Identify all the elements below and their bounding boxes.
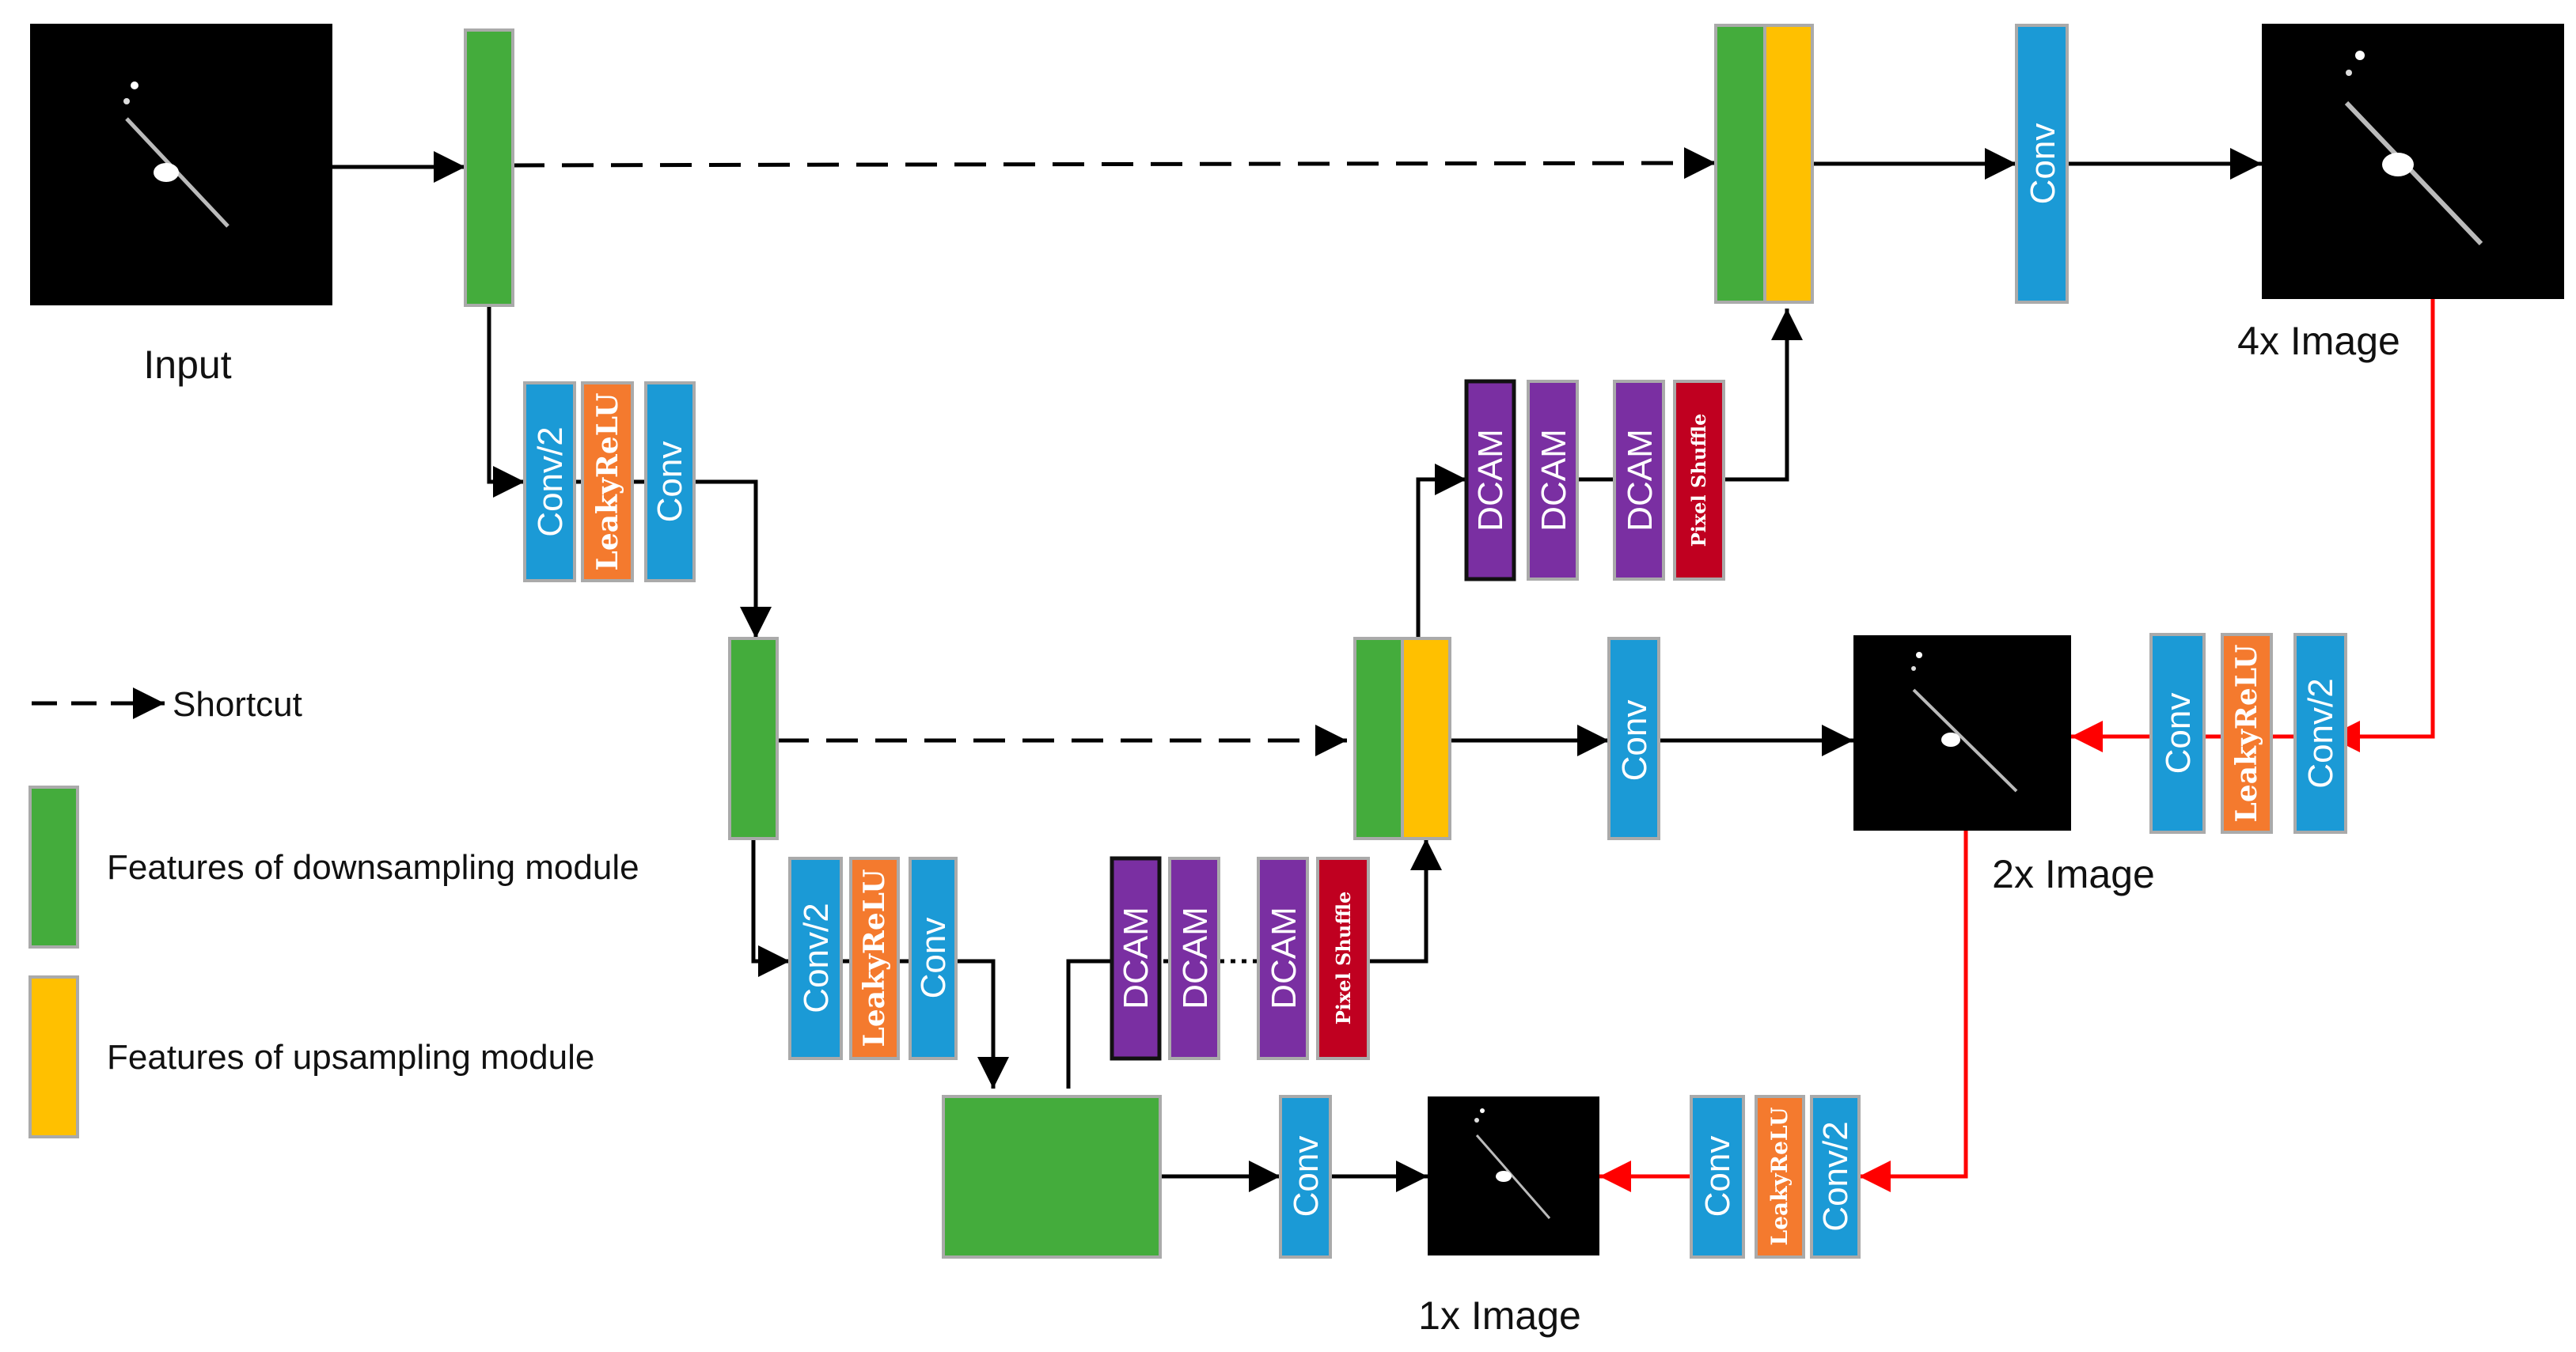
concat-up-level1 (1763, 24, 1814, 304)
connectors (32, 147, 2435, 1192)
svg-text:DCAM: DCAM (1117, 907, 1155, 1009)
svg-text:Conv/2: Conv/2 (2301, 678, 2340, 788)
down-feature-level2 (728, 637, 779, 840)
red-arrow-2x-to-downscale (1859, 831, 1968, 1192)
downscale-stack-4x-to-2x: Conv LeakyReLU Conv/2 (2149, 633, 2347, 834)
arrow-feat3-to-dcam-stack2 (1066, 959, 1112, 1089)
concat-up-level2 (1401, 637, 1451, 840)
input-image (30, 24, 332, 305)
conv-block-4x: Conv (2015, 24, 2069, 304)
legend-up-label: Features of upsampling module (107, 1038, 594, 1077)
svg-text:LeakyReLU: LeakyReLU (858, 869, 891, 1047)
legend-down-swatch (28, 786, 79, 949)
arrow-stack2-to-feat3 (956, 959, 1009, 1089)
svg-text:Conv: Conv (1615, 700, 1654, 782)
label-2x-image: 2x Image (1992, 852, 2155, 896)
concat-down-level2 (1353, 637, 1404, 840)
svg-text:Conv: Conv (914, 918, 953, 999)
down-feature-level3 (942, 1095, 1162, 1259)
svg-text:Conv: Conv (2159, 693, 2198, 774)
red-arrow-4x-to-downscale (2328, 299, 2435, 752)
arrow-feat1-to-stack1 (487, 305, 525, 498)
svg-text:Conv: Conv (1287, 1136, 1326, 1218)
arrow-feat2-to-stack2 (751, 839, 790, 977)
legend-down-label: Features of downsampling module (107, 848, 639, 887)
conv-block-1x: Conv (1279, 1095, 1332, 1259)
label-4x-image: 4x Image (2237, 319, 2400, 363)
svg-text:Conv/2: Conv/2 (1816, 1121, 1855, 1231)
down-feature-level1 (464, 28, 514, 307)
label-input: Input (143, 343, 231, 387)
svg-text:DCAM: DCAM (1471, 429, 1510, 532)
label-1x-image: 1x Image (1418, 1293, 1581, 1338)
svg-text:Conv: Conv (651, 441, 689, 523)
svg-text:DCAM: DCAM (1265, 907, 1303, 1009)
legend: Shortcut Features of downsampling module… (28, 685, 639, 1138)
legend-shortcut-label: Shortcut (173, 685, 302, 724)
upsample-stack-upper: DCAM DCAM DCAM Pixel Shuffle (1464, 379, 1725, 581)
svg-text:Pixel Shuffle: Pixel Shuffle (1332, 892, 1355, 1025)
arrow-dcam-stack2-to-concat2 (1368, 839, 1442, 964)
concat-down-level1 (1714, 24, 1766, 304)
svg-text:Conv/2: Conv/2 (797, 903, 836, 1013)
svg-text:Conv/2: Conv/2 (531, 426, 570, 536)
legend-up-swatch (28, 975, 79, 1138)
upsample-stack-lower: DCAM DCAM DCAM Pixel Shuffle (1110, 856, 1370, 1061)
svg-text:Conv: Conv (1698, 1136, 1737, 1218)
arrow-stack1-to-feat2 (694, 479, 772, 638)
svg-text:DCAM: DCAM (1621, 429, 1660, 532)
svg-text:LeakyReLU: LeakyReLU (1766, 1108, 1793, 1246)
shortcut-arrow-level1 (512, 147, 1717, 180)
output-image-4x (2262, 24, 2564, 299)
svg-text:LeakyReLU: LeakyReLU (591, 393, 624, 571)
downscale-stack-2x-to-1x: Conv LeakyReLU Conv/2 (1690, 1095, 1861, 1259)
arrow-concat2-to-dcam-stack1 (1416, 464, 1466, 638)
downsample-stack-1: Conv/2 LeakyReLU Conv (523, 381, 696, 582)
output-image-2x (1853, 635, 2071, 831)
svg-text:LeakyReLU: LeakyReLU (2230, 645, 2263, 823)
downsample-stack-2: Conv/2 LeakyReLU Conv (788, 857, 958, 1060)
svg-text:DCAM: DCAM (1535, 429, 1573, 532)
svg-text:Pixel Shuffle: Pixel Shuffle (1687, 414, 1710, 547)
svg-text:DCAM: DCAM (1176, 907, 1215, 1009)
svg-text:Conv: Conv (2024, 123, 2062, 205)
arrow-dcam-stack1-to-concat1 (1724, 309, 1803, 482)
conv-block-2x: Conv (1607, 637, 1660, 840)
output-image-1x (1428, 1096, 1599, 1255)
